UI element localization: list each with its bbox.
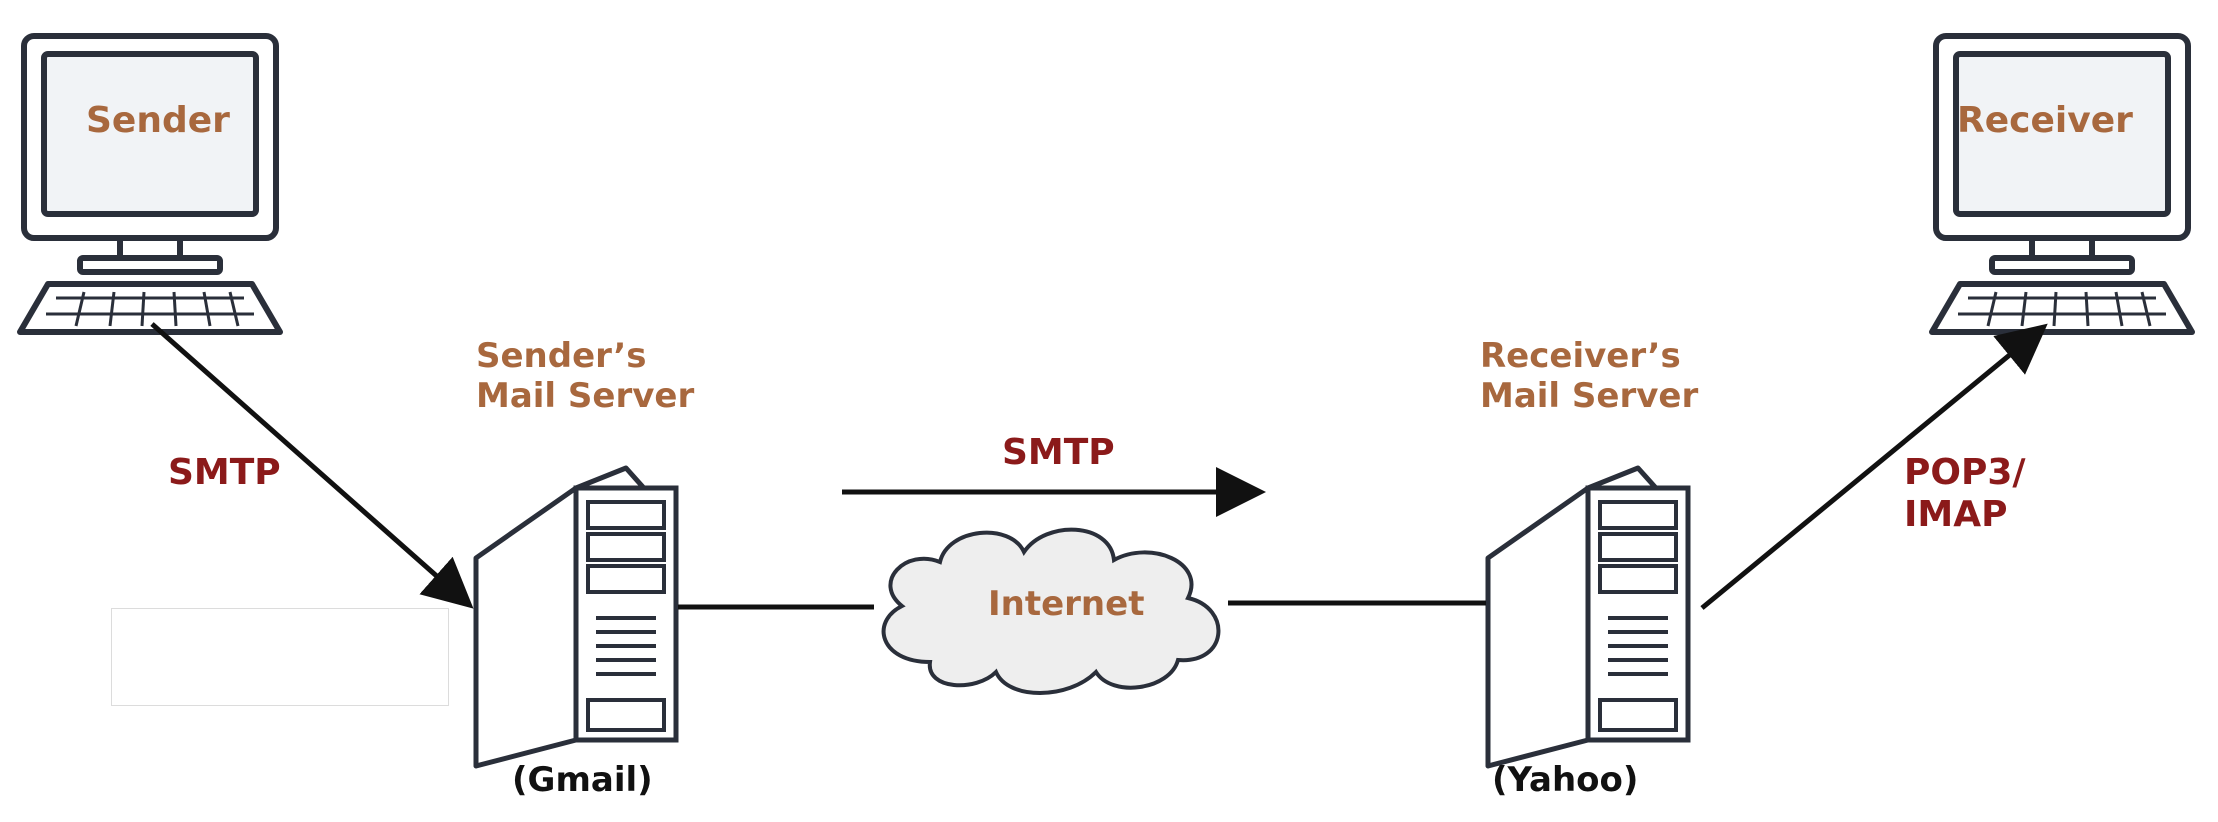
protocol-label-pop3-imap: POP3/ IMAP: [1904, 452, 2026, 537]
receiver-computer-icon: [1932, 36, 2192, 332]
sender-server-title-line2: Mail Server: [476, 376, 695, 417]
protocol-label-imap: IMAP: [1904, 494, 2008, 536]
sender-server-icon: [476, 468, 676, 766]
sender-server-title: Sender’s Mail Server: [476, 336, 694, 416]
receiver-label: Receiver: [1957, 100, 2133, 141]
protocol-label-server-smtp: SMTP: [1002, 432, 1115, 473]
sender-server-title-line1: Sender’s: [476, 336, 647, 376]
receiver-server-title-line1: Receiver’s: [1480, 336, 1681, 376]
protocol-label-pop3: POP3/: [1904, 452, 2026, 493]
receiver-server-title-line2: Mail Server: [1480, 376, 1699, 417]
arrow-sender-to-server: [150, 322, 474, 609]
protocol-label-client-smtp: SMTP: [168, 452, 281, 493]
sender-provider-label: (Gmail): [512, 760, 653, 800]
arrow-server-to-receiver: [1700, 323, 2048, 610]
empty-box: [111, 608, 449, 706]
receiver-server-title: Receiver’s Mail Server: [1480, 336, 1698, 416]
sender-computer-icon: [20, 36, 280, 332]
receiver-server-icon: [1488, 468, 1688, 766]
sender-label: Sender: [86, 100, 230, 141]
internet-label: Internet: [988, 584, 1145, 624]
internet-cloud-icon: [881, 527, 1221, 695]
receiver-provider-label: (Yahoo): [1492, 760, 1639, 800]
